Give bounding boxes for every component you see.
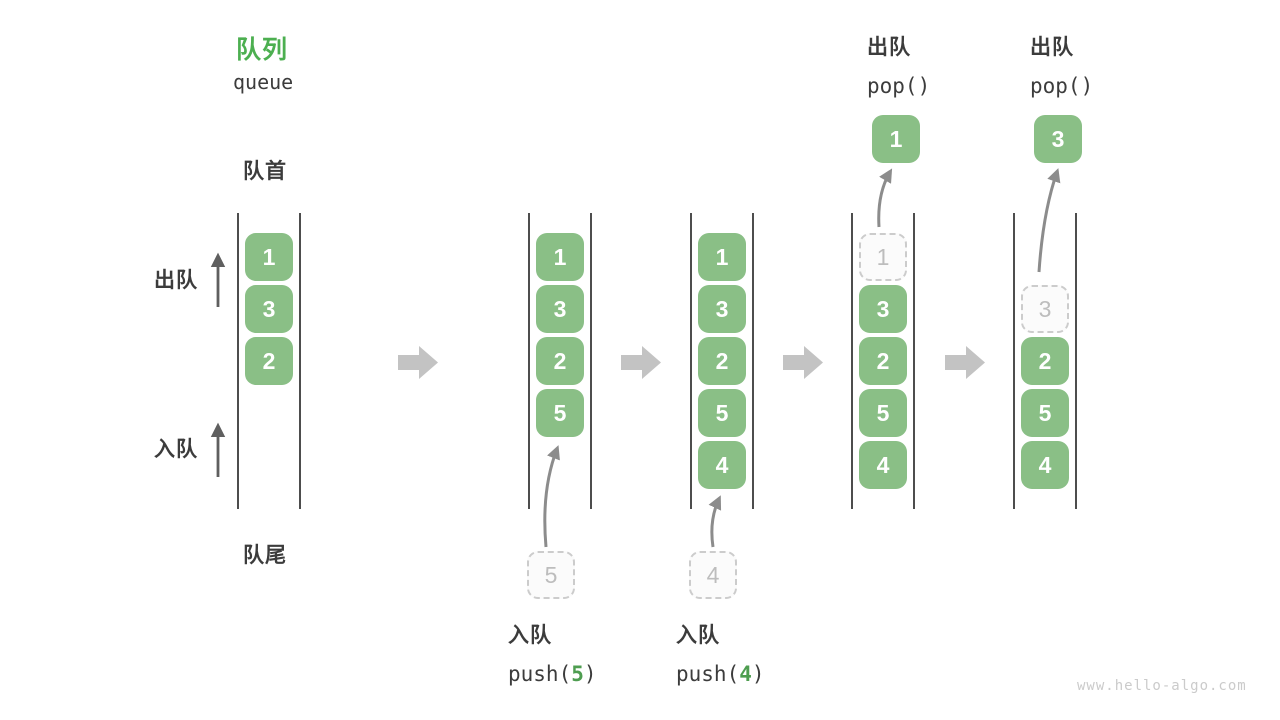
queue-rail-right [913,213,915,509]
queue-element: 2 [1021,337,1069,385]
queue-element: 3 [698,285,746,333]
popped-element: 1 [872,115,920,163]
push-operation-2: 入队 push(4) [676,619,765,686]
staged-element: 4 [689,551,737,599]
queue-front-label: 队首 [243,160,287,183]
queue-element: 5 [698,389,746,437]
popped-element: 3 [1034,115,1082,163]
push-code-arg: 5 [571,662,584,686]
queue-element: 1 [245,233,293,281]
queue-rail-right [590,213,592,509]
queue-rail-left [237,213,239,509]
push-code: push(5) [508,662,597,686]
queue-rail-right [299,213,301,509]
queue-rail-left [851,213,853,509]
dequeue-side-label: 出队 [154,269,198,292]
pop-flow-arrow-icon [1037,168,1061,273]
push-label-cn: 入队 [676,624,720,647]
dequeued-slot: 1 [859,233,907,281]
queue-rail-left [1013,213,1015,509]
queue-rail-right [1075,213,1077,509]
pop-operation-1: 出队 pop() [867,31,930,98]
push-flow-arrow-icon [708,495,722,548]
pop-operation-2: 出队 pop() [1030,31,1093,98]
queue-element: 2 [859,337,907,385]
watermark: www.hello-algo.com [1077,678,1247,694]
pop-flow-arrow-icon [877,168,893,228]
push-code-prefix: push( [508,662,572,686]
push-code-arg: 4 [739,662,752,686]
queue-element: 2 [536,337,584,385]
queue-element: 5 [1021,389,1069,437]
push-code: push(4) [676,662,765,686]
push-code-prefix: push( [676,662,740,686]
push-operation-1: 入队 push(5) [508,619,597,686]
dequeued-slot: 3 [1021,285,1069,333]
state-transition-arrow-icon [783,346,823,379]
queue-element: 1 [536,233,584,281]
diagram-title-cn: 队列 [236,36,289,64]
diagram-title-en: queue [233,70,294,94]
staged-element: 5 [527,551,575,599]
push-flow-arrow-icon [543,445,560,548]
queue-element: 3 [859,285,907,333]
pop-code: pop() [867,74,931,98]
pop-code: pop() [1030,74,1094,98]
queue-element: 3 [536,285,584,333]
enqueue-side-label: 入队 [154,438,198,461]
queue-element: 4 [859,441,907,489]
queue-element: 1 [698,233,746,281]
queue-element: 4 [1021,441,1069,489]
queue-rail-left [690,213,692,509]
queue-element: 2 [698,337,746,385]
pop-label-cn: 出队 [1030,36,1074,59]
state-transition-arrow-icon [398,346,438,379]
state-transition-arrow-icon [945,346,985,379]
push-label-cn: 入队 [508,624,552,647]
queue-element: 5 [859,389,907,437]
push-code-suffix: ) [751,662,765,686]
queue-element: 3 [245,285,293,333]
queue-element: 4 [698,441,746,489]
queue-rail-left [528,213,530,509]
queue-element: 5 [536,389,584,437]
state-transition-arrow-icon [621,346,661,379]
queue-rail-right [752,213,754,509]
pop-label-cn: 出队 [867,36,911,59]
queue-element: 2 [245,337,293,385]
queue-rear-label: 队尾 [243,544,287,567]
push-code-suffix: ) [583,662,597,686]
